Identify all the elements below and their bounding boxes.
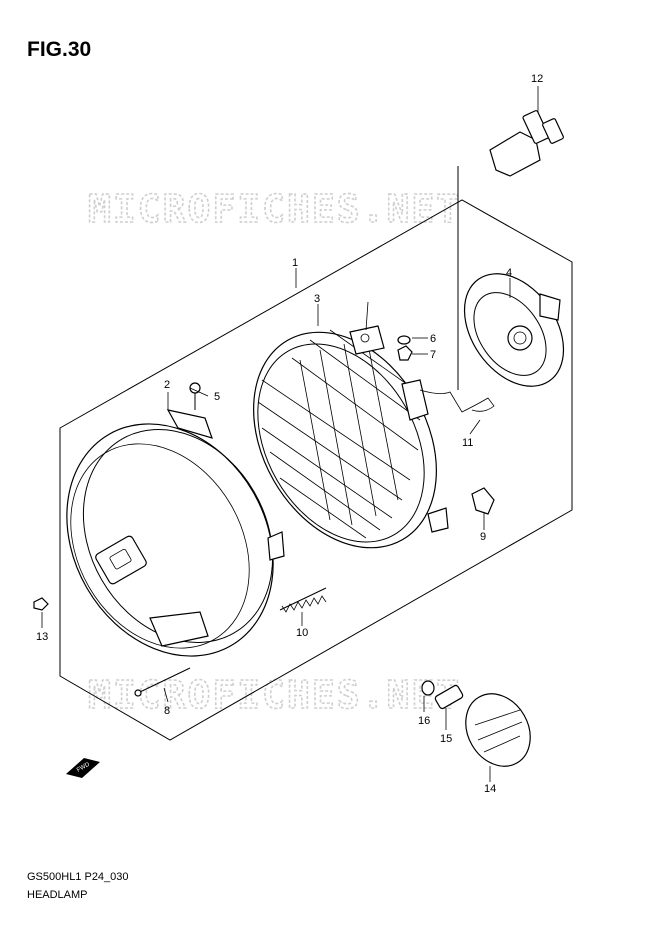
adjusting-screw-8 bbox=[134, 667, 191, 697]
figure-title: FIG.30 bbox=[27, 38, 92, 61]
callout-9: 9 bbox=[480, 531, 486, 543]
bulb-spring-clip bbox=[419, 389, 495, 413]
screw-5 bbox=[189, 382, 201, 410]
callout-12: 12 bbox=[531, 73, 543, 85]
leader-lines bbox=[41, 86, 539, 782]
washer-16 bbox=[421, 680, 435, 696]
adjusting-spring-10 bbox=[279, 587, 327, 613]
assembly-outline bbox=[59, 199, 573, 741]
callout-11: 11 bbox=[462, 437, 473, 449]
lamp-unit bbox=[253, 325, 449, 549]
figure-name: HEADLAMP bbox=[27, 889, 88, 901]
figure-code: GS500HL1 P24_030 bbox=[27, 871, 129, 883]
callout-1: 1 bbox=[292, 257, 298, 269]
callout-10: 10 bbox=[296, 627, 308, 639]
watermark-top: MICROFICHES.NET bbox=[88, 187, 461, 231]
callout-4: 4 bbox=[506, 267, 512, 279]
headlamp-bulb bbox=[457, 110, 564, 390]
watermark-bottom: MICROFICHES.NET bbox=[88, 673, 461, 717]
callout-16: 16 bbox=[418, 715, 430, 727]
callout-8: 8 bbox=[164, 705, 170, 717]
callout-6: 6 bbox=[430, 333, 436, 345]
washer-6 bbox=[397, 335, 411, 345]
callout-5: 5 bbox=[214, 391, 220, 403]
callout-15: 15 bbox=[440, 733, 452, 745]
lamp-rim bbox=[66, 409, 285, 657]
bulb-socket bbox=[463, 273, 565, 387]
reflector-bracket-15 bbox=[434, 684, 464, 710]
forward-direction-marker: FWD bbox=[66, 758, 100, 778]
adjusting-nut-9 bbox=[471, 487, 495, 515]
screw-13 bbox=[33, 597, 49, 611]
reflex-reflector-14 bbox=[465, 693, 531, 767]
callout-3: 3 bbox=[314, 293, 320, 305]
callout-13: 13 bbox=[36, 631, 48, 643]
callout-2: 2 bbox=[164, 379, 170, 391]
callout-14: 14 bbox=[484, 783, 496, 795]
nut-7 bbox=[397, 345, 413, 361]
callout-7: 7 bbox=[430, 349, 436, 361]
